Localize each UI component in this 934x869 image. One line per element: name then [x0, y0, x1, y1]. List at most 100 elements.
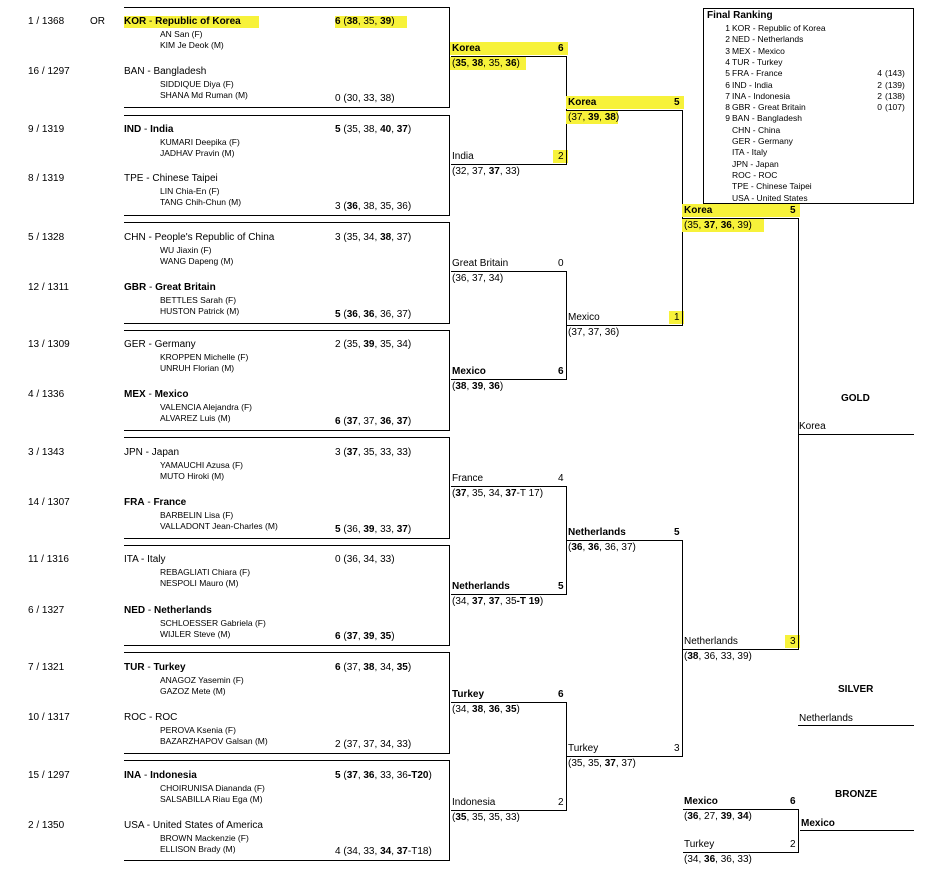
set-score: 36	[346, 554, 358, 565]
set-score: 40	[380, 124, 392, 135]
team-full-name: United States of America	[152, 820, 263, 831]
athlete-name: VALLADONT Jean-Charles (M)	[160, 521, 278, 531]
bracket-set-scores: (37, 37, 36)	[568, 327, 619, 339]
highlight-sets	[566, 111, 618, 124]
ranking-team: BAN - Bangladesh	[732, 113, 802, 124]
bracket-line	[683, 852, 799, 853]
seed-rank: 6 / 1327	[28, 605, 65, 616]
set-scores: (32, 37, 37, 33)	[452, 166, 520, 177]
set-score: 38	[604, 112, 616, 123]
team-code: TPE	[124, 173, 144, 184]
bracket-team: Indonesia	[452, 797, 495, 809]
match-points: 6	[558, 43, 564, 54]
ranking-team: TPE - Chinese Taipei	[732, 181, 812, 192]
r1-box-side	[449, 115, 450, 216]
team-full-name: Germany	[154, 339, 196, 350]
bracket-team: Korea	[684, 205, 712, 217]
highlight-number	[553, 150, 568, 163]
seed-rank: 12 / 1311	[28, 282, 69, 293]
team-name: MEX - Mexico	[124, 389, 189, 400]
set-score: 34	[737, 811, 749, 822]
set-score: 35	[488, 58, 500, 69]
bracket-team: Turkey	[684, 839, 714, 851]
team-name: FRA - France	[124, 497, 187, 508]
bracket-line	[567, 756, 683, 757]
set-score: 39	[588, 112, 600, 123]
bracket-team-name: Turkey	[684, 839, 715, 850]
set-scores: (38, 35, 39)	[343, 16, 395, 27]
ranking-team: GER - Germany	[732, 136, 793, 146]
set-score: 32	[455, 166, 467, 177]
set-score: 35	[396, 662, 408, 673]
set-score: 37	[455, 488, 467, 499]
athlete-name: KUMARI Deepika (F)	[160, 137, 240, 147]
r1-box-side	[449, 7, 450, 108]
set-scores: (37, 36, 33, 36-T20)	[343, 770, 432, 781]
set-scores: (36, 37, 34)	[452, 273, 504, 284]
set-scores: (35, 35, 35, 33)	[452, 812, 520, 823]
match-score: 3 (35, 34, 38, 37)	[335, 232, 411, 244]
bracket-line	[451, 810, 567, 811]
set-scores: (36, 36, 36, 37)	[343, 309, 412, 320]
set-score: 36	[488, 381, 500, 392]
r1-box-bottom	[124, 323, 450, 324]
set-score: 36	[588, 542, 600, 553]
set-score: 35	[380, 201, 392, 212]
match-score: 3 (36, 38, 35, 36)	[335, 201, 411, 213]
set-score: -T 17	[516, 488, 540, 499]
ranking-team: INA - Indonesia	[732, 90, 791, 101]
match-score: 3 (37, 35, 33, 33)	[335, 447, 411, 459]
team-code: MEX	[124, 389, 146, 400]
bracket-team-name: Netherlands	[568, 527, 626, 538]
ranking-position: 9	[725, 113, 730, 124]
set-scores: (38, 39, 36)	[452, 381, 504, 392]
bracket-line	[451, 486, 567, 487]
set-score: 39	[472, 381, 484, 392]
ranking-points: (143)	[885, 68, 905, 79]
highlight-name	[682, 204, 800, 217]
set-score: 37	[472, 596, 484, 607]
match-score: 5 (37, 36, 33, 36-T20)	[335, 770, 432, 782]
bracket-set-scores: (36, 27, 39, 34)	[684, 811, 752, 823]
team-code: FRA	[124, 497, 145, 508]
set-score: 37	[604, 758, 616, 769]
set-scores: (35, 34, 38, 37)	[343, 232, 412, 243]
bracket-team: Mexico	[452, 366, 486, 378]
seed-rank: 13 / 1309	[28, 339, 70, 350]
team-name: TUR - Turkey	[124, 662, 186, 673]
team-name: IND - India	[124, 124, 174, 135]
team-full-name: Republic of Korea	[155, 16, 241, 27]
bracket-line	[451, 164, 567, 165]
match-points: 0	[558, 258, 564, 269]
bracket-match-points: 6	[790, 796, 796, 808]
bracket-match-points: 2	[558, 151, 564, 163]
set-score: 36	[455, 273, 467, 284]
ranking-position: 6	[725, 79, 730, 90]
athlete-name: ANAGOZ Yasemin (F)	[160, 675, 244, 685]
r1-box-bottom	[124, 538, 450, 539]
set-score: 35	[505, 704, 517, 715]
set-scores: (34, 36, 36, 33)	[684, 854, 752, 865]
set-score: 37	[396, 416, 408, 427]
total-score: 3	[335, 232, 341, 243]
set-score: 36	[720, 220, 732, 231]
set-score: 38	[346, 16, 358, 27]
athlete-name: YAMAUCHI Azusa (F)	[160, 460, 243, 470]
team-name: USA - United States of America	[124, 820, 263, 831]
athlete-name: VALENCIA Alejandra (F)	[160, 402, 252, 412]
set-score: 37	[621, 542, 633, 553]
r1-box-side	[449, 437, 450, 539]
record-tag: OR	[90, 16, 105, 27]
set-score: 37	[346, 739, 358, 750]
ranking-position: 5	[725, 68, 730, 79]
r1-box-top	[124, 7, 450, 8]
team-full-name: Netherlands	[154, 605, 212, 616]
set-score: 37	[505, 488, 517, 499]
set-score: 37	[346, 447, 358, 458]
r1-box-side	[449, 545, 450, 646]
ranking-team: FRA - France	[732, 68, 783, 79]
match-points: 5	[674, 527, 680, 538]
team-code: USA	[124, 820, 145, 831]
set-score: 37	[488, 166, 500, 177]
